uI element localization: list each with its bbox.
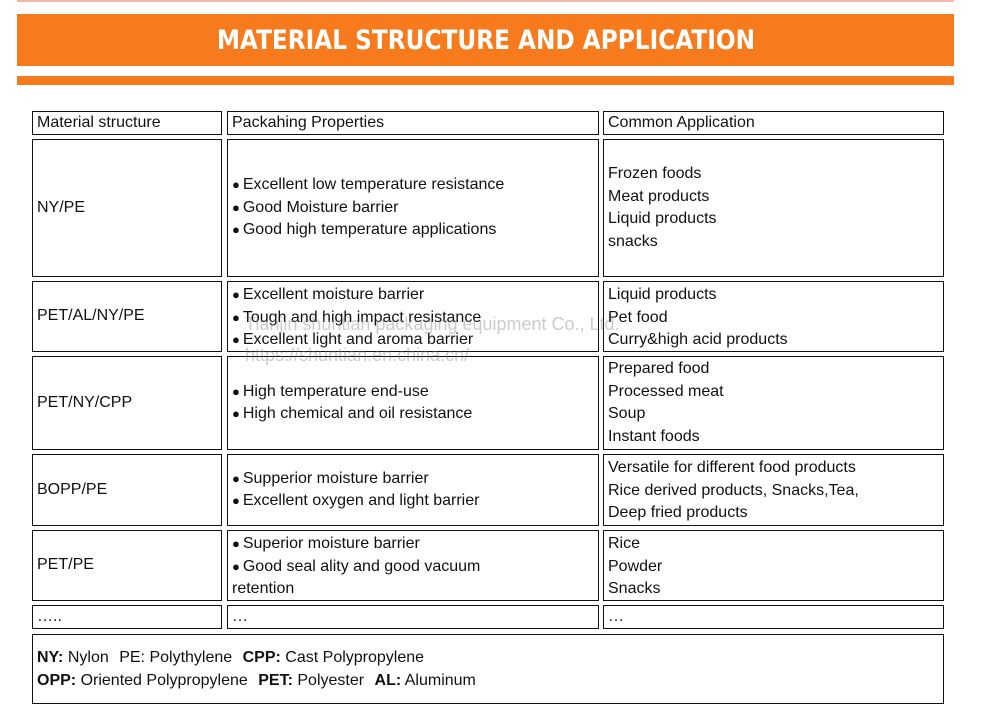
applications-cell: Frozen foods Meat products Liquid produc… xyxy=(603,139,944,277)
property-item: ●Good Moisture barrier xyxy=(232,198,399,216)
bullet-icon: ● xyxy=(232,199,240,215)
property-item: ●Tough and high impact resistance xyxy=(232,308,482,326)
bullet-icon: ● xyxy=(232,406,240,421)
bullet-icon: ● xyxy=(232,309,240,325)
application-item: Liquid products xyxy=(608,286,717,303)
applications-cell: Liquid products Pet food Curry&high acid… xyxy=(603,281,944,352)
bullet-icon: ● xyxy=(232,177,240,193)
properties-cell: ●Excellent low temperature resistance ●G… xyxy=(227,139,599,277)
ellipsis-cell: … xyxy=(603,605,944,629)
applications-cell: Versatile for different food products Ri… xyxy=(603,454,944,526)
property-item: ●Excellent low temperature resistance xyxy=(232,176,505,194)
ellipsis-text: ….. xyxy=(37,607,62,625)
legend-item: AL: Aluminum xyxy=(375,672,476,689)
header-material-structure: Material structure xyxy=(32,111,222,135)
header-label: Packahing Properties xyxy=(232,113,385,131)
material-cell: NY/PE xyxy=(32,139,222,277)
legend-item: OPP: Oriented Polypropylene xyxy=(37,672,248,689)
banner-underline xyxy=(17,76,954,85)
application-item: Snacks xyxy=(608,580,661,597)
application-item: Powder xyxy=(608,557,663,575)
legend-abbr: PET: xyxy=(258,672,293,689)
legend-abbr: CPP: xyxy=(242,649,281,666)
property-item: ●Good high temperature applications xyxy=(232,221,497,239)
property-item: ●Excellent oxygen and light barrier xyxy=(232,492,480,509)
application-item: Soup xyxy=(608,405,646,422)
bullet-icon: ● xyxy=(232,287,240,302)
application-item: Instant foods xyxy=(608,427,700,445)
application-item: snacks xyxy=(608,232,658,250)
top-divider xyxy=(17,0,954,2)
material-cell: BOPP/PE xyxy=(32,454,222,526)
bullet-icon: ● xyxy=(232,470,240,486)
legend-full: Aluminum xyxy=(404,672,476,689)
application-item: Rice xyxy=(608,535,641,552)
material-name: PET/NY/CPP xyxy=(37,393,133,411)
abbreviation-legend: NY: Nylon PE: Polythylene CPP: Cast Poly… xyxy=(32,634,944,704)
properties-cell: ●Superior moisture barrier ●Good seal al… xyxy=(227,530,599,601)
material-name: PET/PE xyxy=(37,556,94,574)
property-item: ●Supperior moisture barrier xyxy=(232,469,429,487)
legend-item: NY: Nylon xyxy=(37,649,109,666)
bullet-icon: ● xyxy=(232,222,240,238)
material-name: PET/AL/NY/PE xyxy=(37,307,145,325)
property-item: ●Excellent light and aroma barrier xyxy=(232,331,474,348)
header-label: Common Application xyxy=(608,113,755,131)
application-item: Meat products xyxy=(608,187,710,205)
legend-abbr: OPP: xyxy=(37,672,77,689)
ellipsis-cell: … xyxy=(227,605,599,629)
properties-cell: ●Supperior moisture barrier ●Excellent o… xyxy=(227,454,599,526)
properties-cell: ●High temperature end-use ●High chemical… xyxy=(227,356,599,450)
bullet-icon: ● xyxy=(232,383,240,399)
property-item: ●High chemical and oil resistance xyxy=(232,405,473,422)
application-item: Prepared food xyxy=(608,360,710,377)
applications-cell: Prepared food Processed meat Soup Instan… xyxy=(603,356,944,450)
material-cell: PET/AL/NY/PE xyxy=(32,281,222,352)
legend-item: PET: Polyester xyxy=(258,672,364,689)
property-item: ●High temperature end-use xyxy=(232,382,429,400)
material-cell: PET/PE xyxy=(32,530,222,601)
material-cell: PET/NY/CPP xyxy=(32,356,222,450)
legend-item: PE: Polythylene xyxy=(119,649,232,666)
legend-full: Oriented Polypropylene xyxy=(80,672,248,689)
bullet-icon: ● xyxy=(232,493,240,508)
header-label: Material structure xyxy=(37,113,161,131)
legend-full: Polyester xyxy=(297,672,365,689)
title-banner: MATERIAL STRUCTURE AND APPLICATION xyxy=(17,14,954,66)
application-item: Liquid products xyxy=(608,210,717,227)
material-name: BOPP/PE xyxy=(37,480,108,498)
applications-cell: Rice Powder Snacks xyxy=(603,530,944,601)
material-name: NY/PE xyxy=(37,198,86,216)
properties-cell: ●Excellent moisture barrier ●Tough and h… xyxy=(227,281,599,352)
ellipsis-text: … xyxy=(232,607,248,625)
legend-item: CPP: Cast Polypropylene xyxy=(243,649,424,666)
page-title: MATERIAL STRUCTURE AND APPLICATION xyxy=(216,24,755,56)
header-common-application: Common Application xyxy=(603,111,944,135)
ellipsis-text: … xyxy=(608,607,624,625)
legend-abbr: PE: xyxy=(119,649,145,666)
application-item: Processed meat xyxy=(608,382,724,400)
application-item: Curry&high acid products xyxy=(608,331,788,348)
legend-full: Polythylene xyxy=(149,649,233,666)
legend-abbr: AL: xyxy=(374,672,402,689)
bullet-icon: ● xyxy=(232,332,240,347)
ellipsis-cell: ….. xyxy=(32,605,222,629)
bullet-icon: ● xyxy=(232,558,240,574)
legend-abbr: NY: xyxy=(37,649,64,666)
legend-full: Cast Polypropylene xyxy=(285,649,425,666)
application-item: Versatile for different food products xyxy=(608,459,856,476)
property-item: ●Excellent moisture barrier xyxy=(232,286,425,303)
legend-full: Nylon xyxy=(67,649,109,666)
header-packaging-properties: Packahing Properties xyxy=(227,111,599,135)
legend-line: OPP: Oriented Polypropylene PET: Polyest… xyxy=(37,669,939,692)
property-item: ●Superior moisture barrier xyxy=(232,535,420,552)
bullet-icon: ● xyxy=(232,536,240,551)
application-item: Pet food xyxy=(608,308,668,326)
application-item: Deep fried products xyxy=(608,504,748,521)
application-item: Frozen foods xyxy=(608,165,702,182)
application-item: Rice derived products, Snacks,Tea, xyxy=(608,481,859,499)
property-item: ●Good seal ality and good vacuum xyxy=(232,557,481,575)
property-item-continuation: retention xyxy=(232,580,295,597)
legend-line: NY: Nylon PE: Polythylene CPP: Cast Poly… xyxy=(37,646,939,669)
